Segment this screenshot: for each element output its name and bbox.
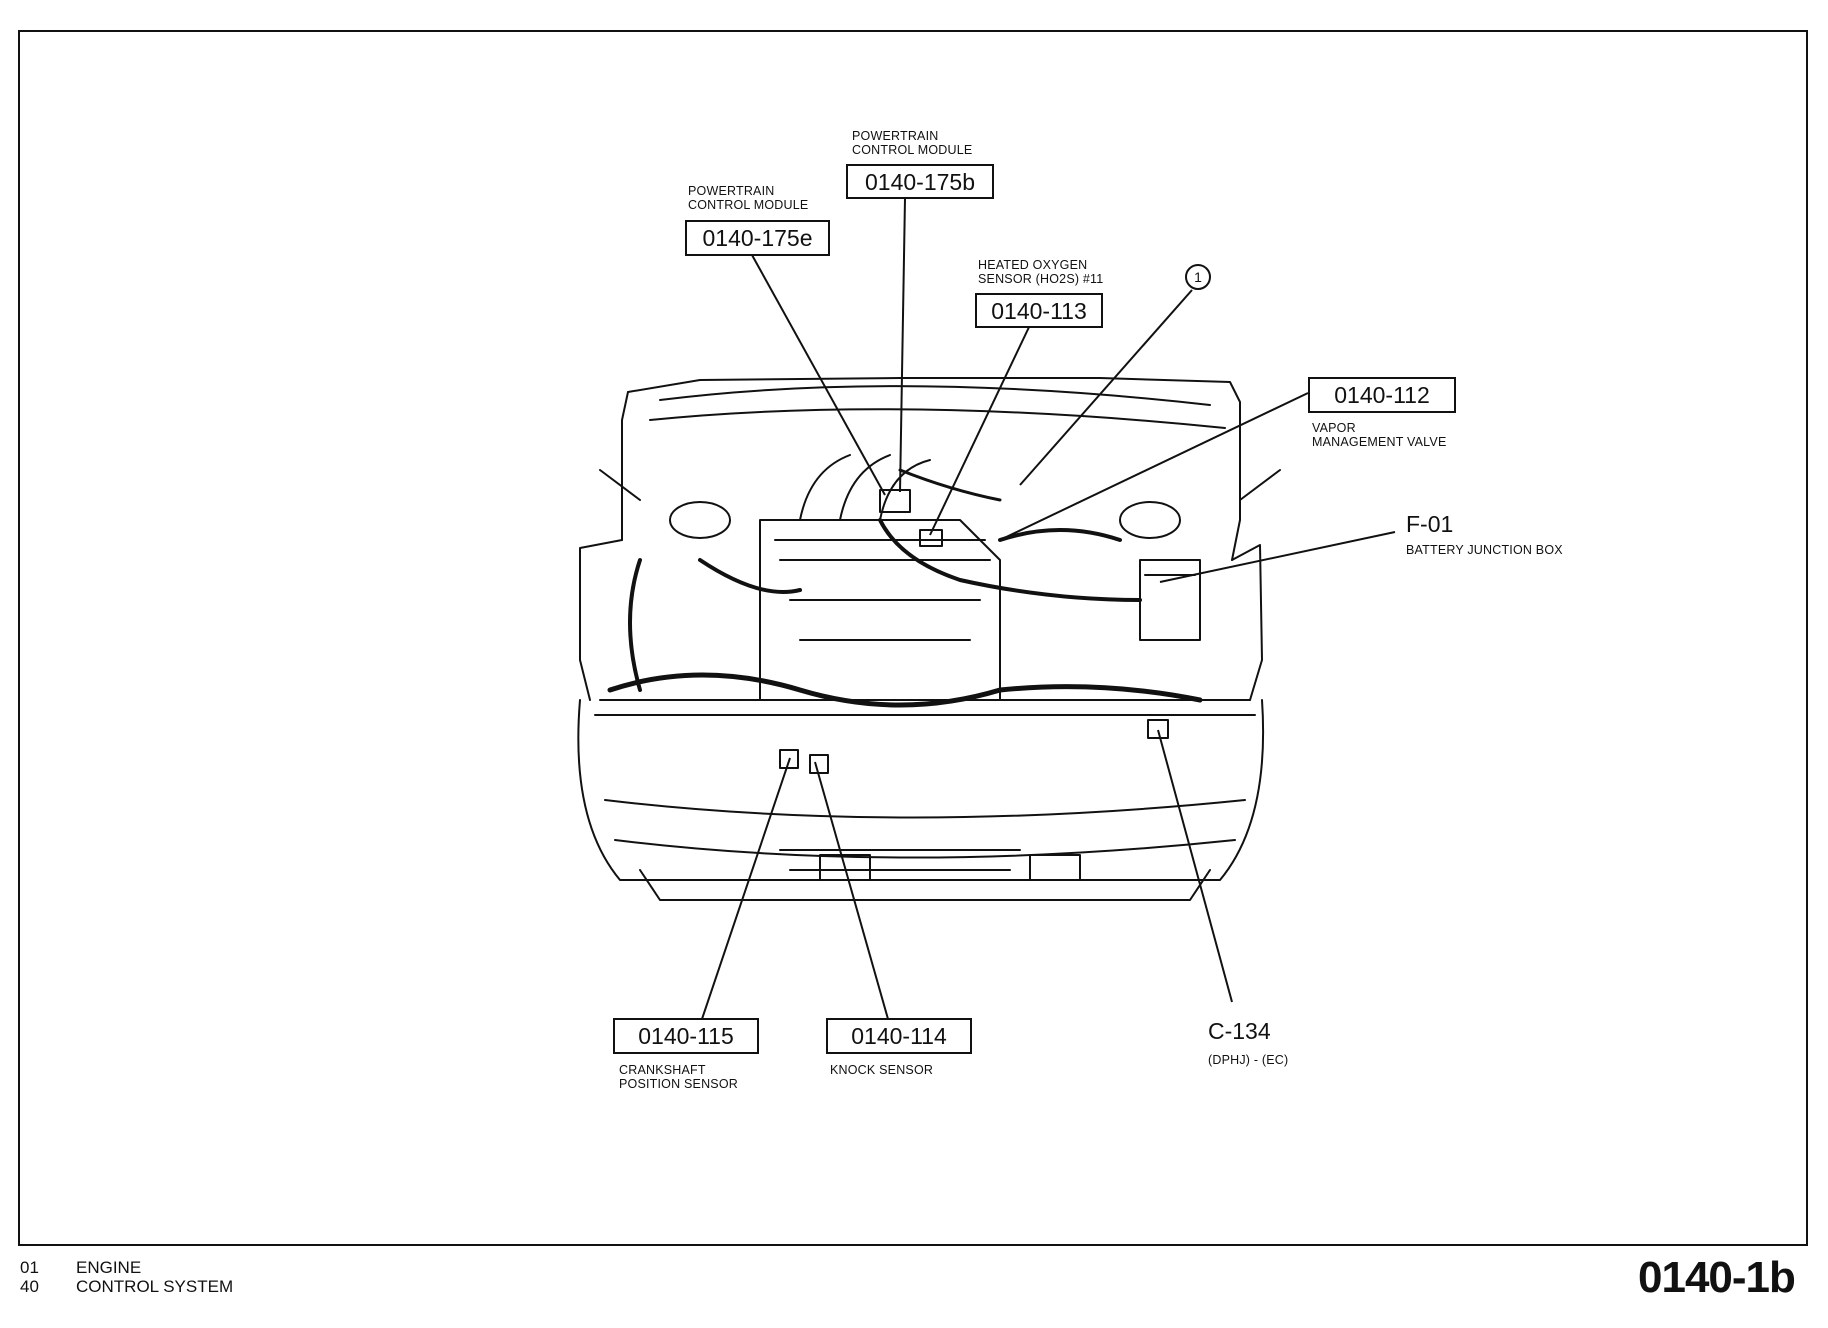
- callout-ckp[interactable]: 0140-115: [613, 1018, 759, 1054]
- callout-pcm-e[interactable]: 0140-175e: [685, 220, 830, 256]
- ho2s-desc-line2: SENSOR (HO2S) #11: [978, 272, 1104, 286]
- pcm-b-desc-line1: POWERTRAIN: [852, 129, 939, 143]
- footer-subsection-num: 40: [20, 1277, 39, 1296]
- leader-line-vmv: [999, 392, 1309, 541]
- bjb-desc: BATTERY JUNCTION BOX: [1406, 543, 1563, 557]
- leader-line-conn: [1157, 729, 1233, 1003]
- footer-subsection-name: CONTROL SYSTEM: [76, 1277, 234, 1296]
- note-marker-circle: [1185, 264, 1211, 290]
- ckp-desc-line1: CRANKSHAFT: [619, 1063, 706, 1077]
- ho2s-desc-line1: HEATED OXYGEN: [978, 258, 1088, 272]
- pcm-e-desc-line2: CONTROL MODULE: [688, 198, 809, 212]
- footer-section-name: ENGINE: [76, 1258, 142, 1277]
- callout-ks[interactable]: 0140-114: [826, 1018, 972, 1054]
- callout-bjb[interactable]: F-01: [1406, 511, 1454, 537]
- diagram-frame: [18, 30, 1808, 1246]
- callout-conn[interactable]: C-134: [1208, 1018, 1271, 1044]
- leader-line-ks: [814, 761, 889, 1020]
- leader-line-pcm-e: [751, 254, 886, 496]
- footer-section-num: 01: [20, 1258, 39, 1277]
- note-marker-label: 1: [1194, 269, 1202, 285]
- leader-line-pcm-b: [899, 197, 906, 493]
- conn-desc: (DPHJ) - (EC): [1208, 1053, 1289, 1067]
- page-code: 0140-1b: [1638, 1253, 1796, 1302]
- callout-vmv[interactable]: 0140-112: [1308, 377, 1456, 413]
- ckp-desc-line2: POSITION SENSOR: [619, 1077, 738, 1091]
- vmv-desc-line1: VAPOR: [1312, 421, 1356, 435]
- callout-pcm-b[interactable]: 0140-175b: [846, 164, 994, 199]
- vmv-desc-line2: MANAGEMENT VALVE: [1312, 435, 1447, 449]
- leader-line-bjb: [1159, 531, 1396, 583]
- ks-desc: KNOCK SENSOR: [830, 1063, 934, 1077]
- leader-line-ckp: [701, 757, 791, 1020]
- leader-line-note: [1019, 289, 1193, 486]
- leader-line-ho2s: [929, 324, 1031, 536]
- callout-ho2s[interactable]: 0140-113: [975, 293, 1103, 328]
- pcm-e-desc-line1: POWERTRAIN: [688, 184, 775, 198]
- pcm-b-desc-line2: CONTROL MODULE: [852, 143, 973, 157]
